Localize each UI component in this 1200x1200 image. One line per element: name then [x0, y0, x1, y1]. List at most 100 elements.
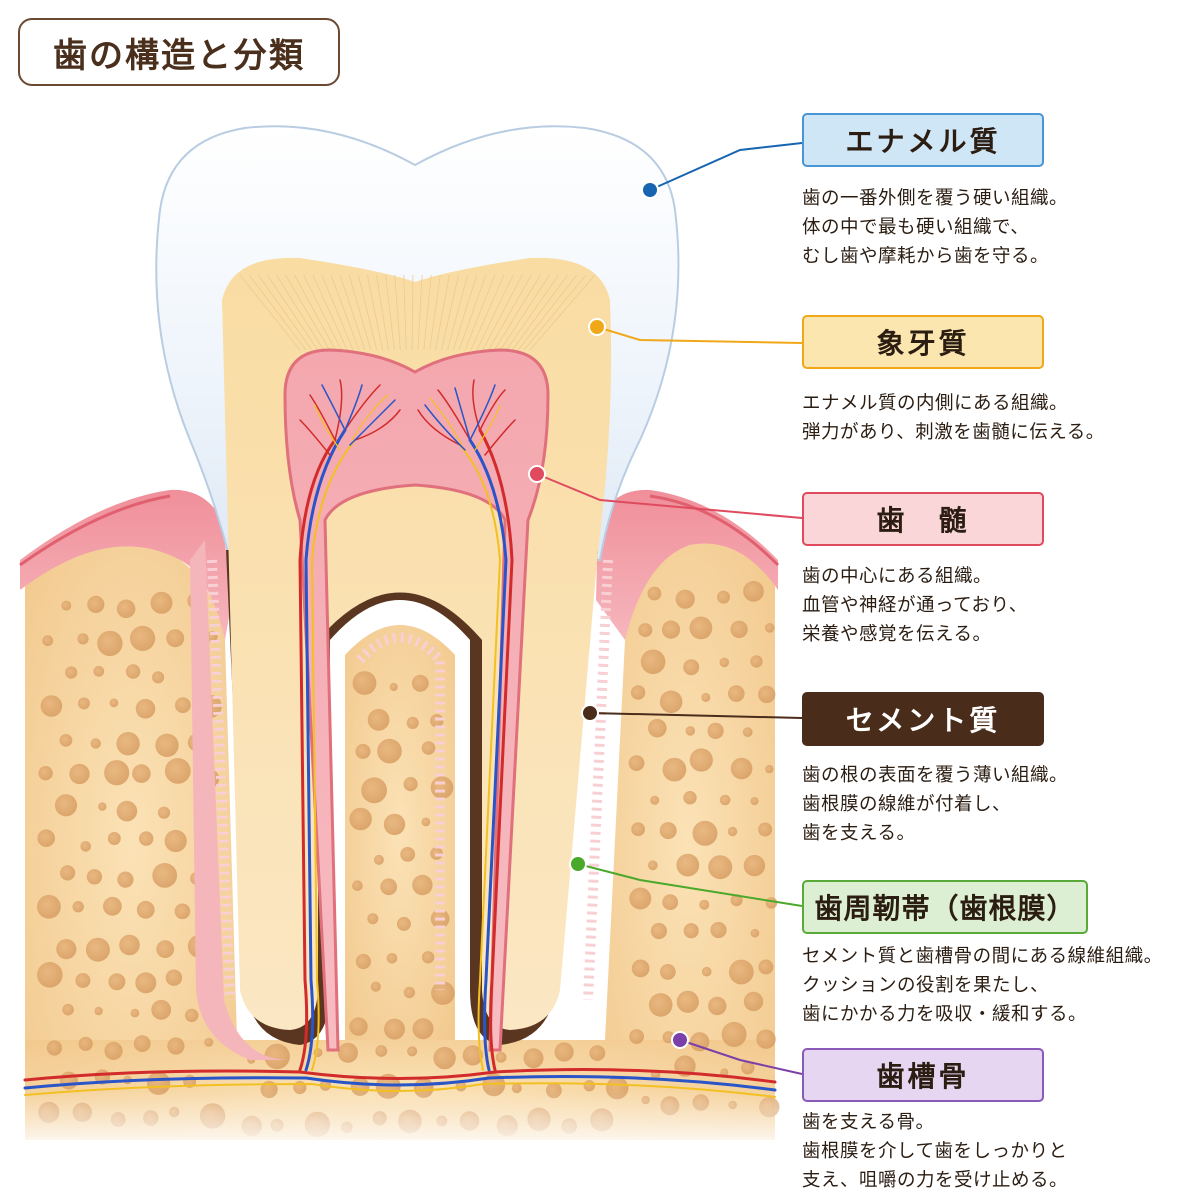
bone-pore: [373, 854, 384, 865]
bone-pore: [164, 758, 191, 784]
label-cementum-text: セメント質: [845, 704, 1001, 737]
bone-pore: [116, 599, 136, 619]
bone-pore: [93, 665, 105, 677]
bone-pore: [701, 966, 712, 977]
desc-pulp: 歯の中心にある組織。 血管や神経が通っており、 栄養や感覚を伝える。: [802, 562, 1197, 649]
dentin-tubule: [429, 274, 441, 351]
bone-pore: [589, 1045, 606, 1061]
bone-pore: [764, 623, 775, 633]
bone-pore: [675, 589, 695, 609]
dentin-tubule: [312, 274, 348, 351]
desc-pdl-line-2: クッションの役割を果たし、: [802, 975, 1050, 996]
dentin-tubule: [367, 274, 383, 351]
bone-pore: [40, 695, 63, 717]
bone-pore: [60, 865, 76, 881]
bone-pore: [349, 807, 372, 831]
bone-pore: [62, 1003, 74, 1016]
dentin-tubule: [441, 274, 459, 351]
bone-pore: [750, 655, 763, 668]
bone-pore: [77, 633, 89, 645]
bone-pore: [156, 940, 175, 958]
bone-pore: [136, 900, 155, 919]
bone-pore: [683, 923, 699, 939]
bone-pore: [650, 922, 668, 940]
desc-pulp-line-2: 血管や神経が通っており、: [802, 595, 1028, 616]
bone-pore: [412, 1018, 434, 1040]
bone-pore: [758, 959, 774, 975]
bone-pore: [167, 1037, 185, 1055]
bone-pore: [135, 699, 156, 719]
leader-dot-pulp: [528, 465, 546, 483]
desc-enamel-line-2: 体の中で最も硬い組織で、: [802, 217, 1030, 238]
bone-pore: [728, 685, 745, 702]
dentin-tubule: [517, 274, 578, 351]
bone-pore: [338, 1042, 358, 1063]
bone-pore: [133, 1035, 151, 1052]
bone-pore: [630, 685, 646, 700]
bone-pore: [412, 874, 433, 896]
bone-pore: [69, 763, 90, 785]
bone-pore: [743, 580, 764, 602]
bone-pore: [135, 972, 157, 994]
bone-pore: [462, 1045, 483, 1066]
bone-pore: [661, 620, 681, 639]
bone-pore: [349, 1017, 368, 1036]
desc-enamel-line-3: むし歯や摩耗から歯を守る。: [802, 246, 1050, 267]
bone-pore: [380, 878, 398, 896]
dentin-tubule: [523, 274, 587, 351]
bone-pore: [742, 727, 753, 738]
bone-pore: [37, 894, 61, 919]
bone-pore: [765, 897, 778, 909]
bone-pore: [648, 993, 673, 1017]
bone-pore: [355, 953, 371, 970]
bone-pore: [107, 832, 121, 845]
bone-pore: [765, 764, 774, 774]
bone-pore: [421, 817, 431, 827]
bone-pore: [676, 853, 700, 877]
bone-pore: [175, 697, 191, 714]
bone-pore: [361, 777, 387, 804]
bone-pore: [370, 981, 381, 992]
bone-pore: [647, 586, 662, 601]
bone-pore: [367, 913, 379, 925]
bone-pore: [659, 690, 683, 714]
bone-pore: [750, 928, 760, 938]
bone-pore: [629, 1029, 644, 1044]
label-enamel-text: エナメル質: [845, 125, 1001, 158]
bone-pore: [119, 934, 140, 956]
bone-pore: [204, 1037, 214, 1047]
bone-pore: [730, 757, 753, 780]
bone-pore: [727, 826, 738, 837]
bone-pore: [139, 831, 154, 846]
bone-pore: [689, 616, 713, 640]
dentin-tubule: [435, 274, 450, 351]
bone-pore: [683, 659, 700, 676]
dentin-tubule: [248, 274, 307, 351]
leader-dot-cementum: [581, 704, 599, 722]
bone-pore: [650, 795, 660, 805]
desc-bone: 歯を支える骨。 歯根膜を介して歯をしっかりと 支え、咀嚼の力を受け止める。: [802, 1108, 1197, 1195]
desc-pdl-line-3: 歯にかかる力を吸収・緩和する。: [802, 1004, 1088, 1025]
bone-pore: [662, 757, 687, 782]
bone-pore: [701, 692, 711, 702]
bone-pore: [690, 1032, 710, 1052]
desc-cementum: 歯の根の表面を覆う薄い組織。 歯根膜の線維が付着し、 歯を支える。: [802, 761, 1197, 848]
bone-pore: [631, 959, 650, 978]
dentin-tubules: [239, 274, 596, 351]
bone-pore: [628, 755, 645, 771]
alveolar-bone: [20, 543, 780, 1150]
bone-pore: [431, 981, 455, 1005]
dentin-tubule: [511, 274, 569, 351]
bone-pore: [699, 899, 710, 910]
desc-cementum-line-2: 歯根膜の線維が付着し、: [802, 794, 1012, 815]
dentin-tubule: [417, 274, 423, 351]
dentin-tubule: [266, 274, 319, 351]
bone-pore: [743, 854, 766, 877]
bone-pore: [730, 620, 748, 638]
bone-pore: [61, 600, 72, 611]
bone-pore: [54, 794, 78, 817]
bone-pore: [433, 1046, 456, 1070]
page-title: 歯の構造と分類: [18, 18, 340, 86]
desc-pdl-line-1: セメント質と歯槽骨の間にある線維組織。: [802, 946, 1163, 967]
bone-pore: [152, 671, 165, 684]
